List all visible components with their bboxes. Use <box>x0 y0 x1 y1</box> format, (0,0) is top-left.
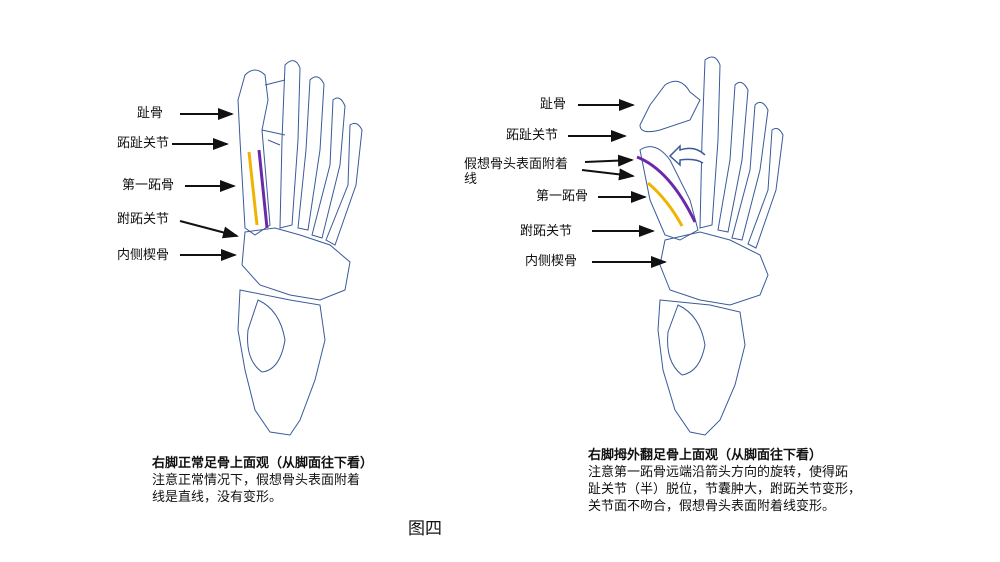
left-caption-line: 注意正常情况下，假想骨头表面附着 <box>152 473 361 488</box>
label-reference-line: 假想骨头表面附着线 <box>464 157 568 187</box>
right-caption: 右脚拇外翻足骨上面观（从脚面往下看） 注意第一跖骨远端沿箭头方向的旋转，使得跖 … <box>588 447 861 515</box>
label-tmt-joint: 跗跖关节 <box>520 224 573 239</box>
right-caption-title: 右脚拇外翻足骨上面观（从脚面往下看） <box>588 448 823 463</box>
label-phalanges: 趾骨 <box>137 106 164 121</box>
rotation-arrow-icon <box>668 144 706 167</box>
label-reference-line-2: 线 <box>464 172 478 187</box>
left-caption-title: 右脚正常足骨上面观（从脚面往下看） <box>152 456 374 471</box>
label-mtp-joint: 跖趾关节 <box>506 128 559 143</box>
label-first-metatarsal: 第一跖骨 <box>536 189 589 204</box>
normal-yellow-line <box>247 151 259 226</box>
left-caption-line: 线是直线，没有变形。 <box>152 490 283 505</box>
bunion-foot-bones <box>639 56 784 436</box>
right-arrows <box>568 99 667 268</box>
left-arrows <box>172 108 239 261</box>
label-phalanges: 趾骨 <box>540 97 567 112</box>
label-reference-line-1: 假想骨头表面附着 <box>464 157 569 172</box>
right-caption-line: 注意第一跖骨远端沿箭头方向的旋转，使得跖 <box>588 465 849 480</box>
left-caption: 右脚正常足骨上面观（从脚面往下看） 注意正常情况下，假想骨头表面附着 线是直线，… <box>152 455 373 506</box>
label-mtp-joint: 跖趾关节 <box>117 136 170 151</box>
normal-foot-bones <box>237 60 363 436</box>
label-medial-cuneiform: 内侧楔骨 <box>525 254 578 269</box>
normal-purple-line <box>257 149 269 229</box>
label-first-metatarsal: 第一跖骨 <box>122 178 175 193</box>
bunion-yellow-line <box>647 181 684 227</box>
figure-label: 图四 <box>408 519 442 539</box>
right-caption-line: 趾关节（半）脱位，节囊肿大，跗跖关节变形， <box>588 482 862 497</box>
bunion-purple-line <box>636 155 697 223</box>
label-tmt-joint: 跗跖关节 <box>117 212 170 227</box>
right-caption-line: 关节面不吻合，假想骨头表面附着线变形。 <box>588 499 836 514</box>
label-medial-cuneiform: 内侧楔骨 <box>117 248 170 263</box>
